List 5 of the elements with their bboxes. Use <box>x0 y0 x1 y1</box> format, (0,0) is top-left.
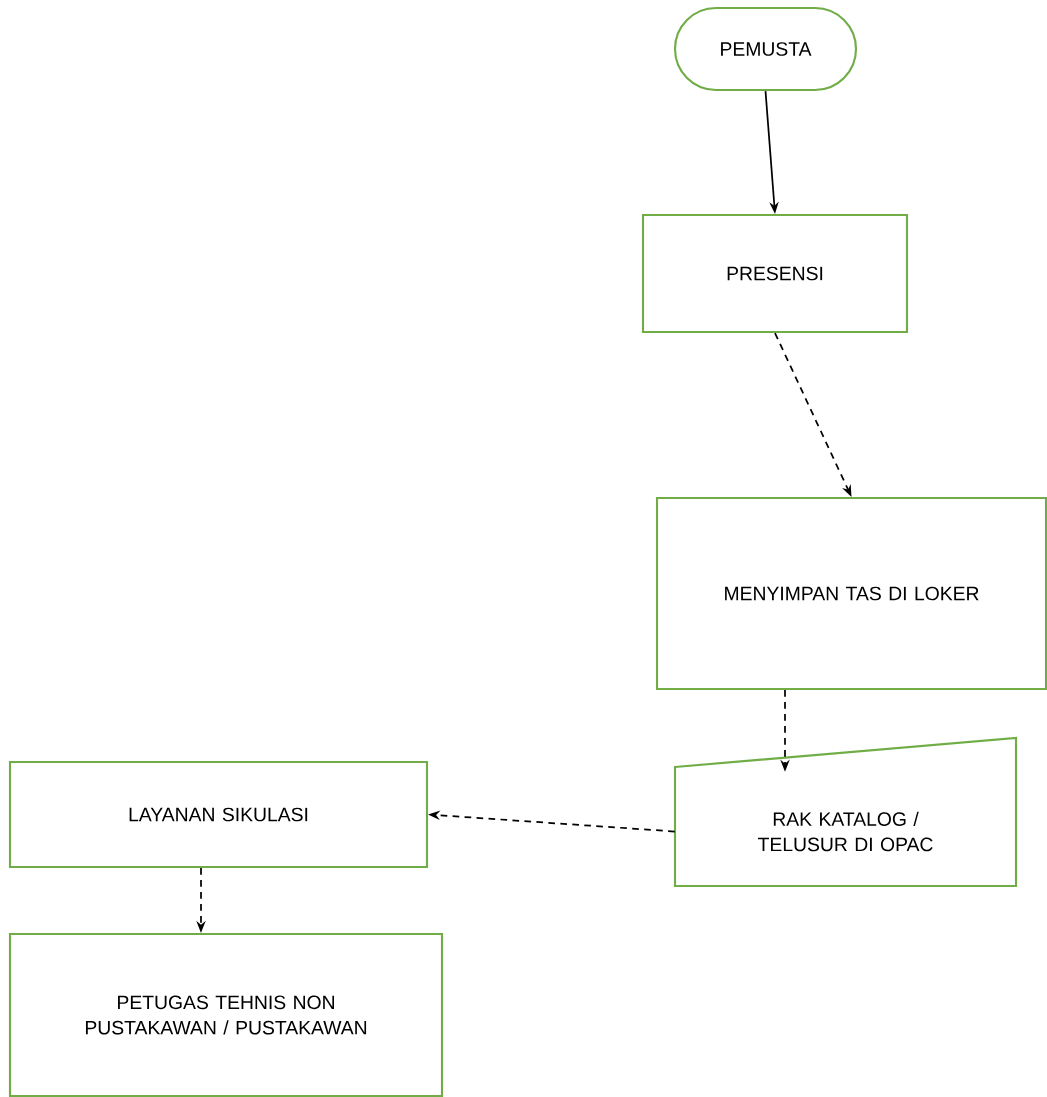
process-box: PRESENSI <box>641 213 909 334</box>
process-box: LAYANAN SIKULASI <box>8 760 429 869</box>
process-box: PETUGAS TEHNIS NON PUSTAKAWAN / PUSTAKAWAN <box>8 932 444 1097</box>
process-box: MENYIMPAN TAS DI LOKER <box>655 496 1047 691</box>
terminator: PEMUSTA <box>673 6 858 92</box>
